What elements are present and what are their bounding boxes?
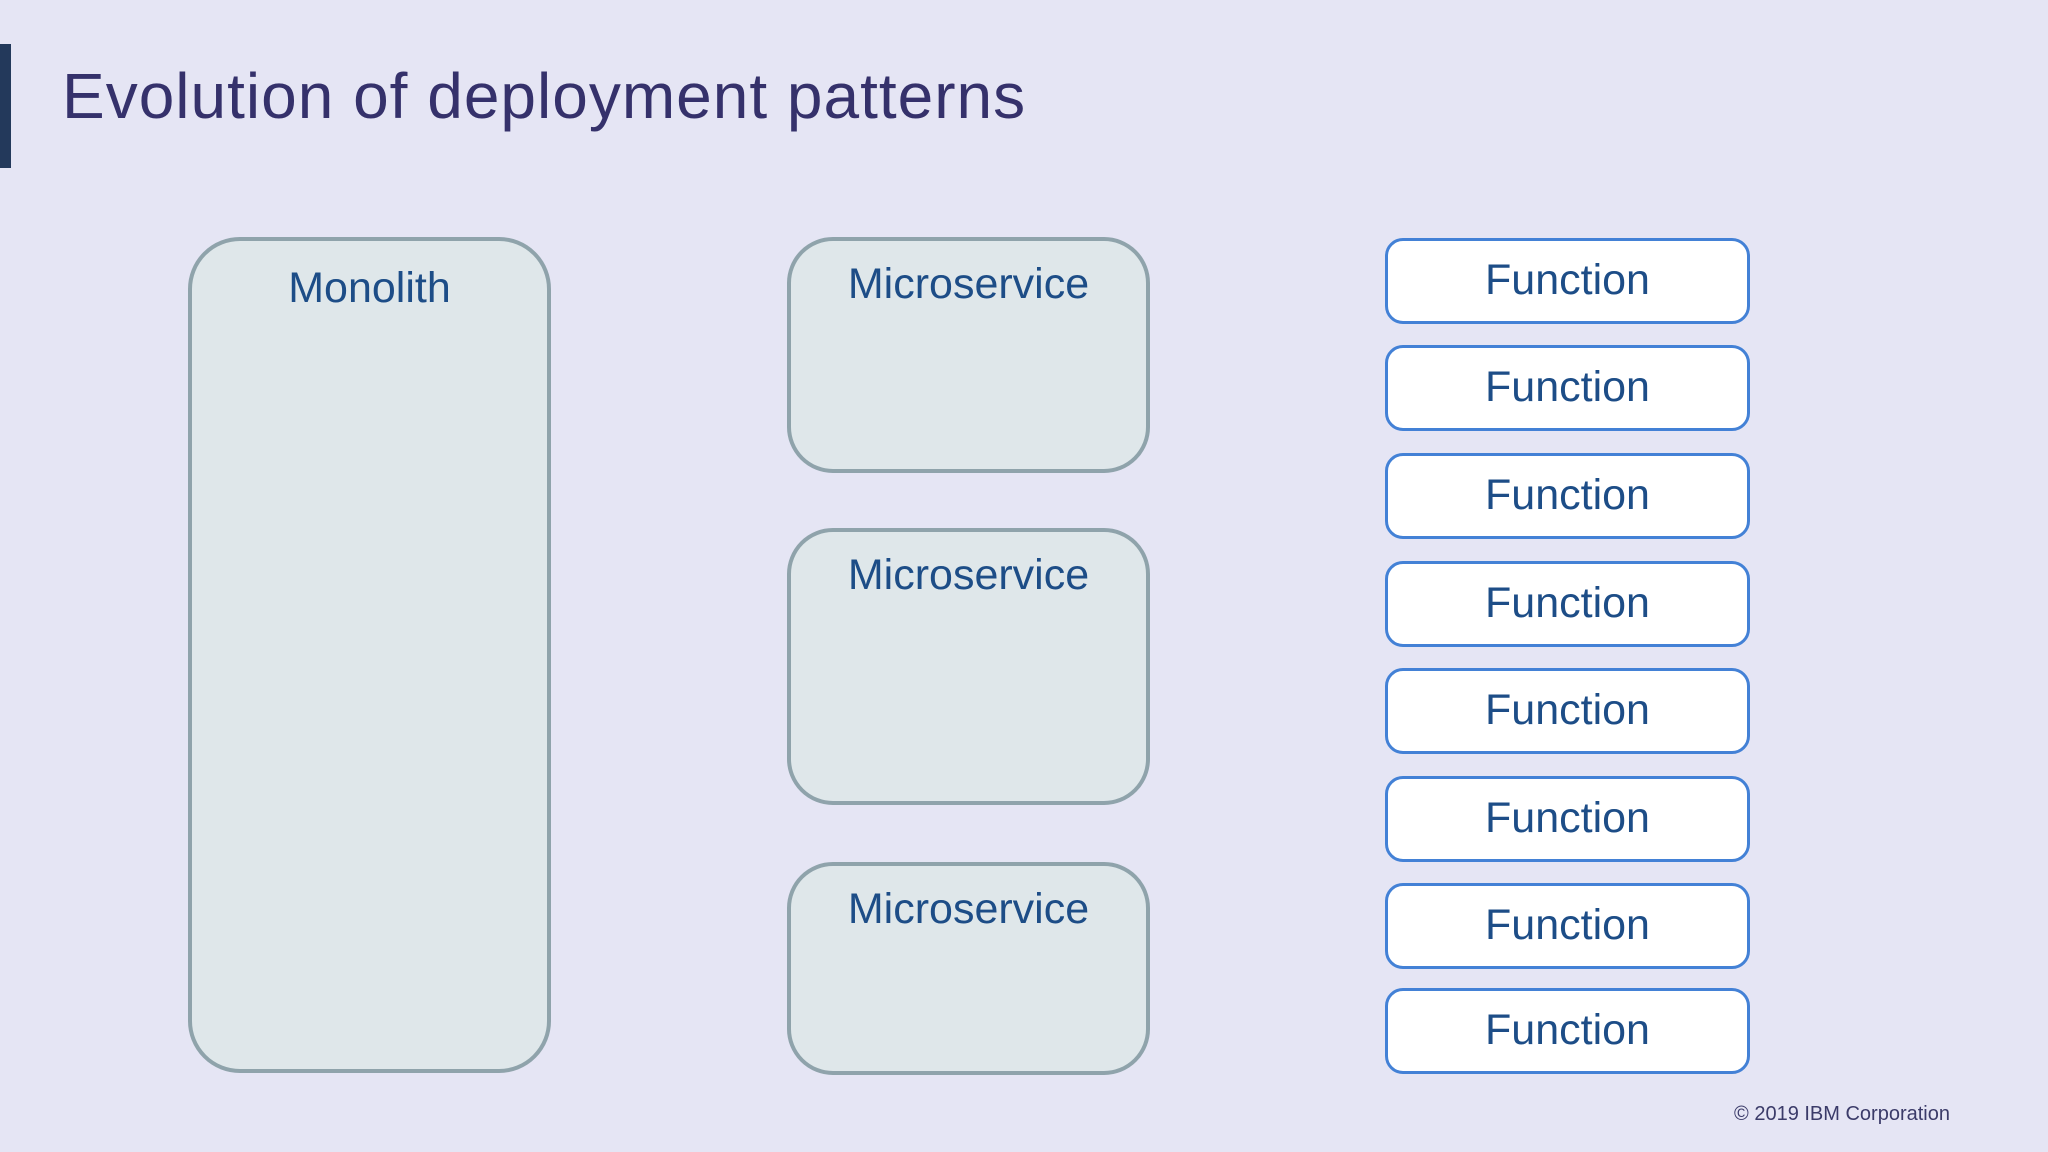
copyright-text: © 2019 IBM Corporation xyxy=(1734,1103,1950,1125)
function-label: Function xyxy=(1485,256,1650,305)
microservice-box: Microservice xyxy=(787,862,1150,1075)
function-box: Function xyxy=(1385,561,1750,647)
function-box: Function xyxy=(1385,776,1750,862)
function-label: Function xyxy=(1485,363,1650,412)
function-box: Function xyxy=(1385,453,1750,539)
function-label: Function xyxy=(1485,1006,1650,1055)
function-label: Function xyxy=(1485,579,1650,628)
microservice-box: Microservice xyxy=(787,237,1150,473)
function-label: Function xyxy=(1485,686,1650,735)
microservice-label: Microservice xyxy=(847,551,1090,599)
microservice-label: Microservice xyxy=(847,885,1090,933)
slide-title: Evolution of deployment patterns xyxy=(62,60,1027,132)
function-label: Function xyxy=(1485,901,1650,950)
microservice-box: Microservice xyxy=(787,528,1150,805)
function-box: Function xyxy=(1385,345,1750,431)
monolith-label: Monolith xyxy=(288,264,451,312)
microservice-label: Microservice xyxy=(847,260,1090,308)
monolith-box: Monolith xyxy=(188,237,551,1073)
title-accent-bar xyxy=(0,44,11,168)
function-box: Function xyxy=(1385,988,1750,1074)
function-box: Function xyxy=(1385,238,1750,324)
function-box: Function xyxy=(1385,668,1750,754)
function-box: Function xyxy=(1385,883,1750,969)
function-label: Function xyxy=(1485,794,1650,843)
function-label: Function xyxy=(1485,471,1650,520)
